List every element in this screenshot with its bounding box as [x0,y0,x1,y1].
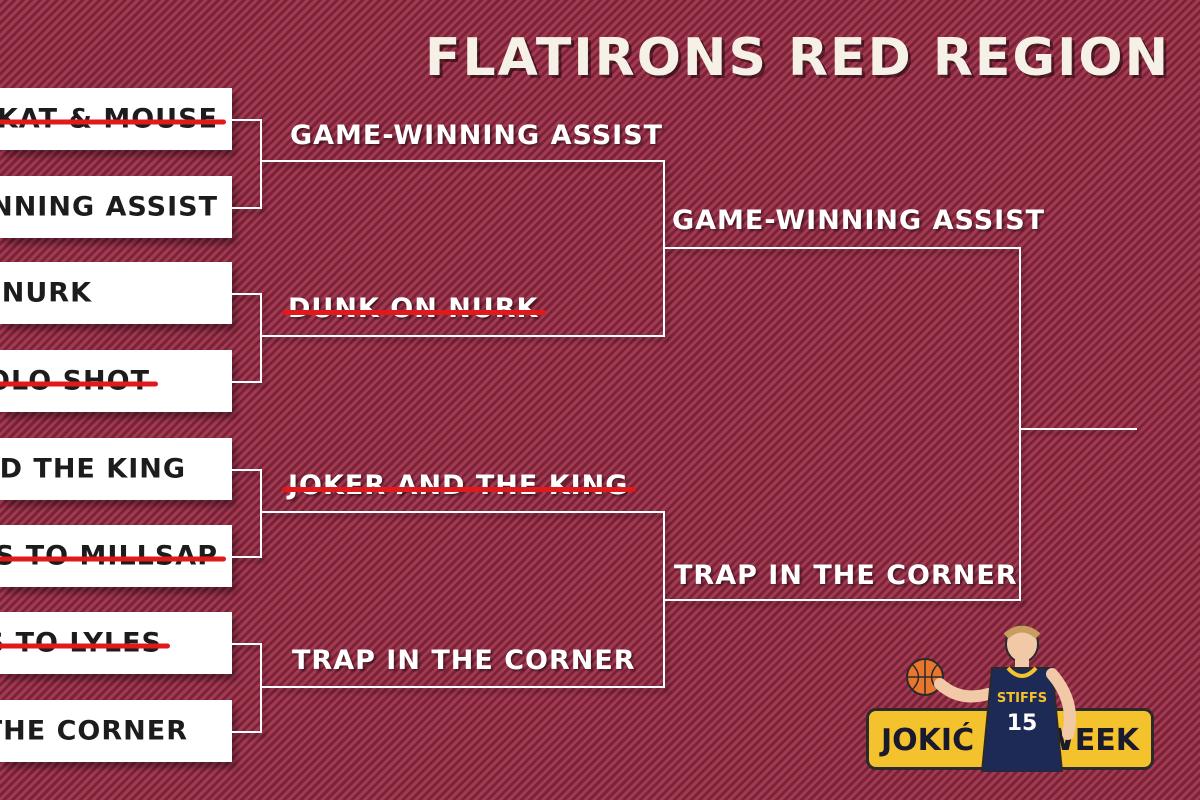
slot-label: KAT & MOUSE [0,104,227,135]
connector-line [232,381,262,383]
region-title: FLATIRONS RED REGION [425,28,1171,88]
slot-label: INNING ASSIST [0,191,218,223]
connector-line [232,556,262,558]
connector-line [232,731,262,733]
connector-line [260,119,262,209]
bracket-slot-r1-4: OLO SHOT [0,350,232,412]
jersey-number: 15 [1007,711,1038,736]
slot-label: SS TO MILLSAP [0,541,227,572]
connector-line [260,643,262,733]
slot-label: NURK [1,277,92,309]
bracket-slot-r3-1: GAME-WINNING ASSIST [672,205,1046,236]
connector-line [232,643,262,645]
connector-line [232,119,262,121]
connector-line [260,293,262,383]
connector-line [663,599,1021,601]
connector-line [260,511,665,513]
connector-line [232,207,262,209]
connector-line [232,293,262,295]
bracket-slot-r2-4: TRAP IN THE CORNER [292,645,636,676]
bracket-slot-r2-1: GAME-WINNING ASSIST [290,120,664,151]
connector-line [260,469,262,558]
connector-line [232,469,262,471]
connector-line [1019,247,1021,601]
logo-text-left: JOKIĆ [881,723,975,758]
slot-label: ND THE KING [0,453,186,485]
slot-label: THE CORNER [0,715,188,747]
bracket-slot-r1-5: ND THE KING [0,438,232,500]
slot-label: OLO SHOT [0,366,158,397]
bracket-slot-r2-3: JOKER AND THE KING [281,470,637,501]
connector-line [260,335,665,337]
bracket-slot-r1-3: NURK [0,262,232,324]
player-illustration: STIFFS 15 [906,625,1076,772]
final-slot-line [1019,428,1137,430]
bracket-slot-r1-7: S TO LYLES [0,612,232,674]
bracket-slot-r1-6: SS TO MILLSAP [0,525,232,587]
connector-line [663,247,1021,249]
connector-line [260,160,665,162]
bracket-slot-r1-8: THE CORNER [0,700,232,762]
bracket-slot-r1-2: INNING ASSIST [0,176,232,238]
slot-label: S TO LYLES [0,628,171,659]
bracket-slot-r3-2: TRAP IN THE CORNER [674,560,1018,591]
jersey-text: STIFFS [997,691,1047,706]
bracket-slot-r2-2: DUNK ON NURK [281,293,547,324]
connector-line [260,686,665,688]
bracket-slot-r1-1: KAT & MOUSE [0,88,232,150]
